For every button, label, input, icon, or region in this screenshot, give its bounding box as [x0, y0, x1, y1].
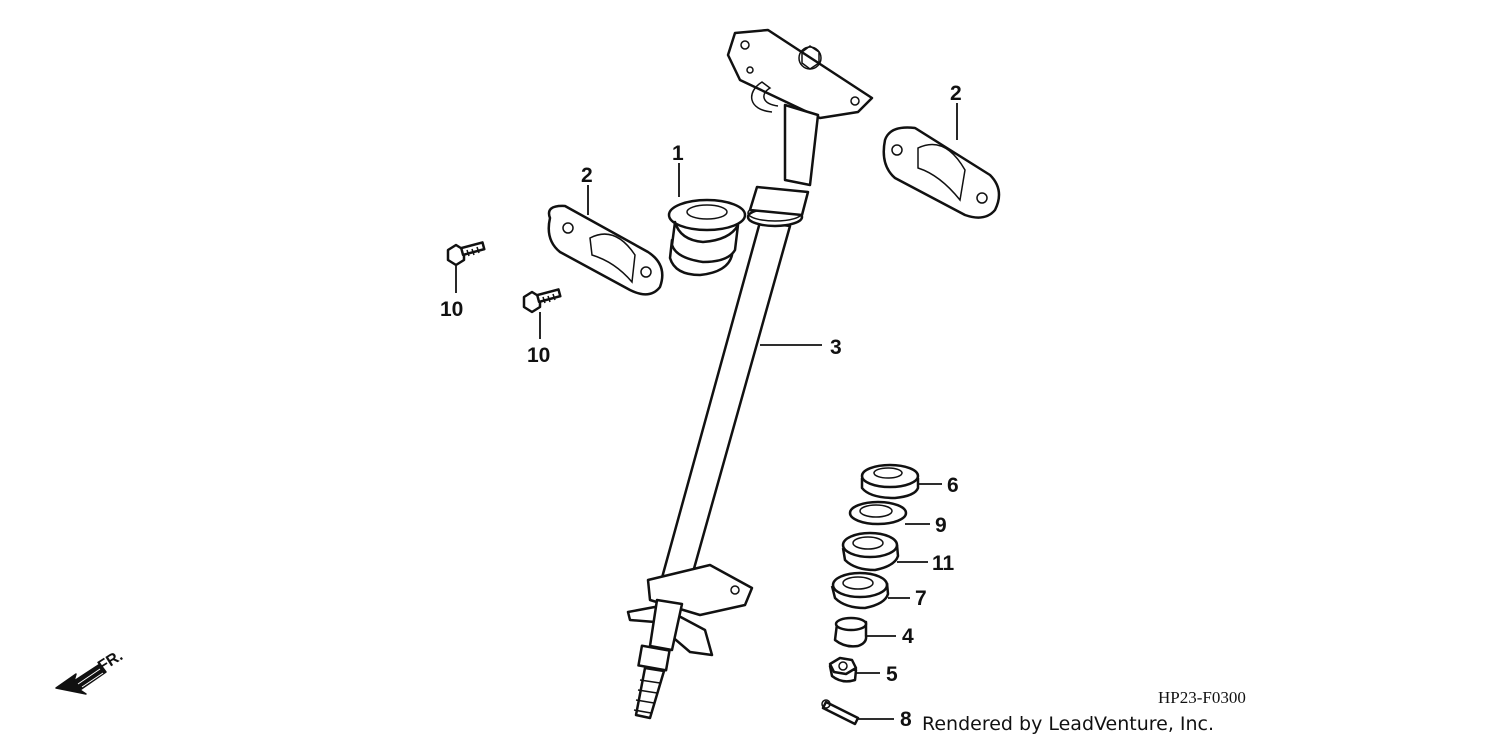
callout-4: 4	[902, 625, 914, 648]
bolt-part-10-lower[interactable]	[522, 288, 562, 314]
callout-1: 1	[672, 142, 684, 165]
leader-lines	[455, 103, 958, 720]
callout-9: 9	[935, 514, 947, 537]
callout-10-upper: 10	[440, 298, 463, 321]
steering-shaft-part-3[interactable]	[626, 28, 874, 720]
callout-11: 11	[932, 552, 955, 575]
callout-10-lower: 10	[527, 344, 550, 367]
callout-2-left: 2	[581, 164, 593, 187]
callout-7: 7	[915, 587, 927, 610]
shaft-holder-part-2-left[interactable]	[547, 204, 664, 296]
callout-5: 5	[886, 663, 898, 686]
oil-seal-part-6[interactable]	[860, 463, 920, 500]
nut-part-5[interactable]	[828, 656, 858, 683]
front-arrow-icon	[55, 663, 107, 695]
render-credit: Rendered by LeadVenture, Inc.	[922, 713, 1214, 735]
bearing-part-11[interactable]	[841, 531, 900, 572]
callout-3: 3	[830, 336, 842, 359]
bushing-part-1[interactable]	[667, 198, 747, 277]
collar-part-4[interactable]	[833, 616, 868, 648]
callout-2-right: 2	[950, 82, 962, 105]
callout-6: 6	[947, 474, 959, 497]
bolt-part-10-upper[interactable]	[446, 241, 486, 267]
callout-8: 8	[900, 708, 912, 731]
washer-part-9[interactable]	[848, 500, 908, 526]
bearing-part-7[interactable]	[830, 571, 890, 610]
diagram-code: HP23-F0300	[1158, 688, 1246, 707]
shaft-holder-part-2-right[interactable]	[882, 126, 1001, 219]
cotter-pin-part-8[interactable]	[821, 699, 860, 726]
